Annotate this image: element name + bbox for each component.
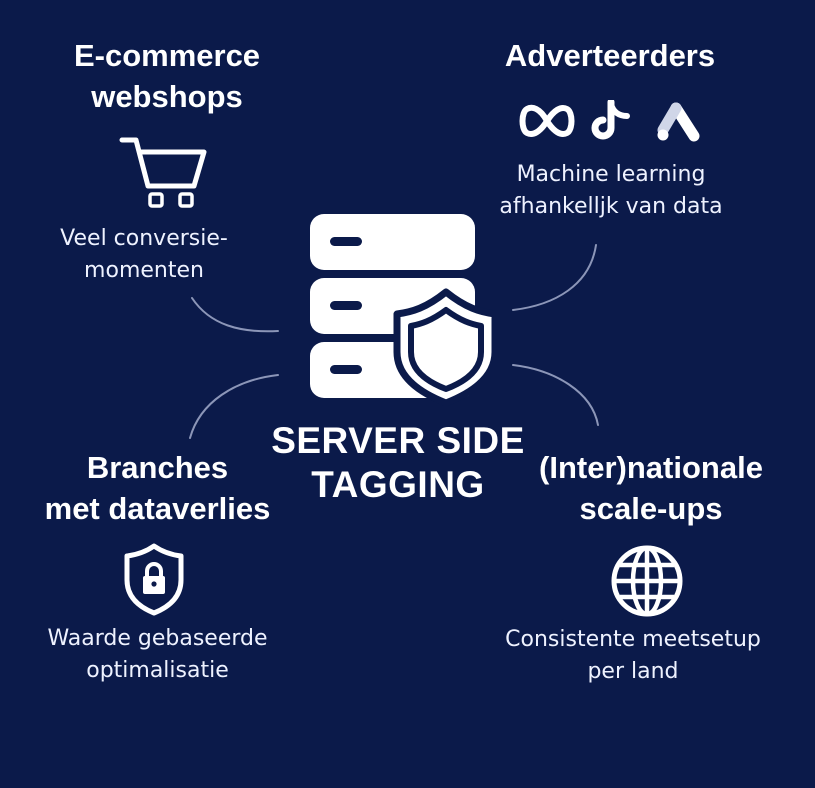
meta-logo-icon xyxy=(518,102,576,140)
description-line-2: per land xyxy=(587,659,679,684)
description-line-1: Consistente meetsetup xyxy=(505,627,761,652)
tiktok-logo-icon xyxy=(591,98,631,142)
description-line-1: Waarde gebaseerde xyxy=(47,626,268,651)
description-line-1: Machine learning xyxy=(516,162,706,187)
segment-advertisers-description: Machine learning afhankelljk van data xyxy=(486,159,736,223)
google-ads-logo-icon xyxy=(654,102,702,142)
segment-branches-heading: Branches met dataverlies xyxy=(15,447,300,529)
segment-ecommerce: E-commerce webshops xyxy=(27,35,307,117)
heading-line-2: met dataverlies xyxy=(44,491,271,526)
segment-ecommerce-heading: E-commerce webshops xyxy=(27,35,307,117)
segment-ecommerce-description: Veel conversie- momenten xyxy=(24,223,264,287)
heading-line-1: Branches xyxy=(86,450,229,485)
heading-line-1: (Inter)nationale xyxy=(539,450,763,485)
segment-branches-description: Waarde gebaseerde optimalisatie xyxy=(25,623,290,687)
center-title-line-1: SERVER SIDE xyxy=(271,420,525,461)
description-line-2: momenten xyxy=(84,258,204,283)
segment-branches: Branches met dataverlies xyxy=(15,447,300,529)
center-title-line-2: TAGGING xyxy=(311,464,485,505)
description-line-2: optimalisatie xyxy=(86,658,229,683)
heading-line-1: E-commerce xyxy=(73,38,261,73)
segment-scaleups-heading: (Inter)nationale scale-ups xyxy=(510,447,792,529)
shopping-cart-icon xyxy=(118,134,210,208)
segment-advertisers-heading: Adverteerders xyxy=(504,38,716,73)
segment-scaleups: (Inter)nationale scale-ups xyxy=(510,447,792,529)
shield-lock-icon xyxy=(122,542,186,616)
globe-icon xyxy=(609,543,685,619)
heading-line-2: webshops xyxy=(91,79,243,114)
segment-advertisers: Adverteerders xyxy=(470,35,750,76)
center-title: SERVER SIDE TAGGING xyxy=(258,419,538,507)
segment-scaleups-description: Consistente meetsetup per land xyxy=(480,624,786,688)
description-line-2: afhankelljk van data xyxy=(499,194,723,219)
heading-line-2: scale-ups xyxy=(579,491,723,526)
server-shield-icon xyxy=(300,206,500,407)
description-line-1: Veel conversie- xyxy=(60,226,228,251)
